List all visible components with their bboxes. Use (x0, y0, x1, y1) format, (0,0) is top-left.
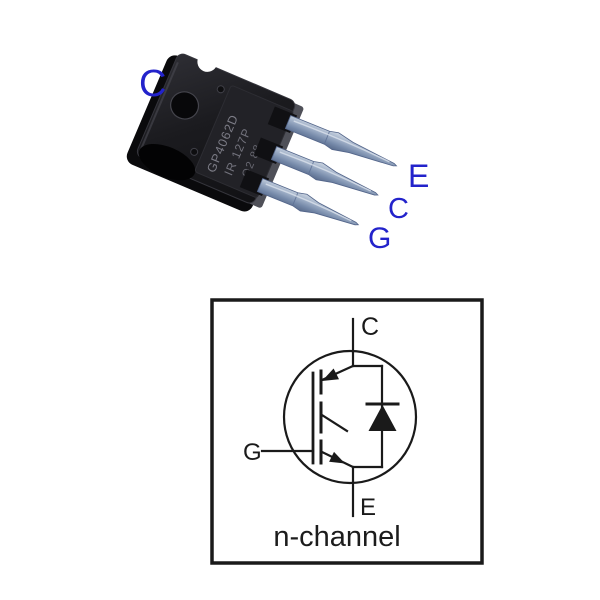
emitter-pin (284, 114, 398, 167)
gate-pin (256, 177, 360, 226)
body-diagonal (320, 413, 349, 433)
igbt-schematic: C G E n-channel (210, 298, 484, 565)
collector-arrow (322, 368, 339, 381)
emitter-arrow (329, 451, 345, 464)
package-edge-highlight (140, 61, 179, 150)
symbol-circle (282, 349, 418, 485)
diode-triangle (368, 405, 397, 431)
package-notch (197, 51, 218, 72)
photo-label-collector: C (388, 193, 409, 225)
photo-label-emitter: E (408, 158, 429, 194)
face-dimple (190, 147, 199, 156)
package: GP4062D IR 127P Q2 88 (126, 51, 304, 212)
photo-label-gate: G (368, 222, 391, 255)
transistor-photo: GP4062D IR 127P Q2 88 C (126, 51, 429, 255)
schematic-label-gate: G (243, 439, 262, 466)
face-dimple (216, 85, 225, 94)
schematic-caption: n-channel (273, 521, 400, 553)
schematic-label-emitter: E (360, 494, 376, 521)
schematic-label-collector: C (361, 313, 379, 341)
photo-label-collector-tab: C (139, 63, 166, 105)
collector-pin (270, 145, 379, 196)
corner-shadow (138, 143, 196, 181)
mounting-hole (170, 91, 200, 120)
